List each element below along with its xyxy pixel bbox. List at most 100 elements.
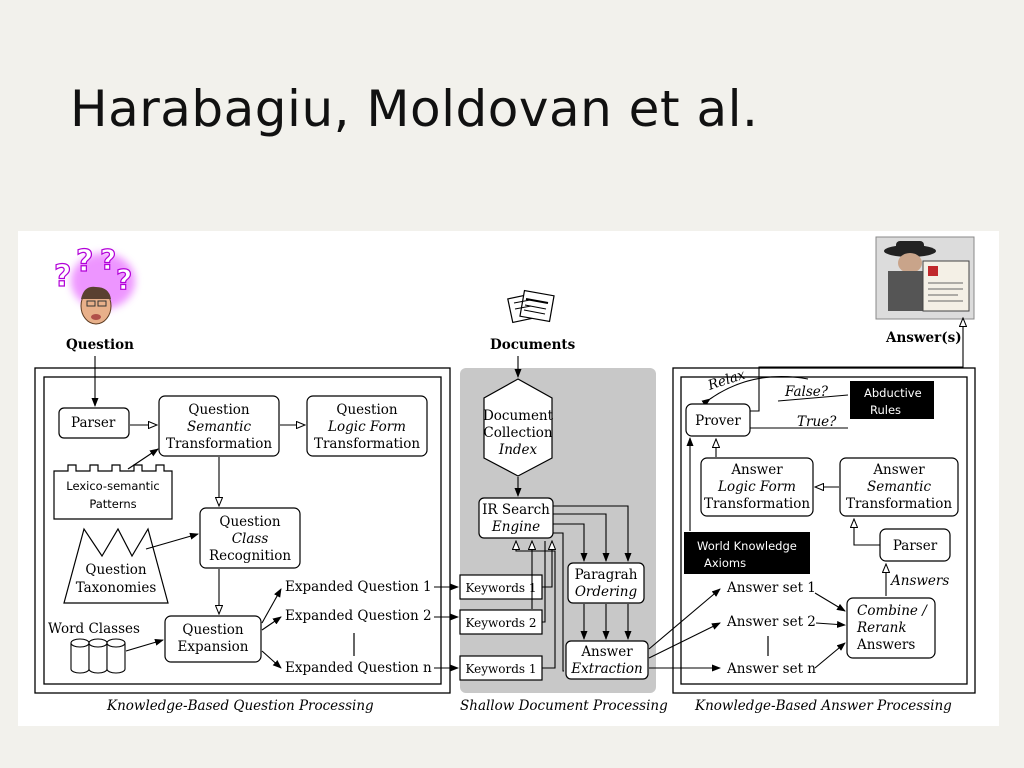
arrow-ir-to-para-3 <box>553 523 588 562</box>
combine-line-3: Answers <box>856 637 915 653</box>
ir-search-engine-box <box>478 497 554 539</box>
arrow-as1-to-combine <box>814 592 846 612</box>
caption-document-processing: Shallow Document Processing <box>460 698 668 714</box>
wka-line-1: World Knowledge <box>697 539 797 553</box>
qexp-line-2: Expansion <box>178 639 249 655</box>
alf-line-1: Answer <box>730 462 783 478</box>
arrow-wordclasses-to-qexp <box>125 638 164 652</box>
question-semantic-transformation-box <box>158 395 280 457</box>
ast-line-1: Answer <box>872 462 925 478</box>
question-processing-outer-frame <box>34 367 451 694</box>
svg-text:?: ? <box>54 259 71 294</box>
taxonomies-line-2: Taxonomies <box>76 580 157 596</box>
question-logic-form-transformation-box <box>306 395 428 457</box>
qst-line-3: Transformation <box>166 436 272 452</box>
combine-rerank-answers-box <box>846 597 936 659</box>
prover-label: Prover <box>695 413 741 429</box>
dci-line-2: Collection <box>483 425 553 441</box>
world-knowledge-axioms-box <box>684 532 810 574</box>
para-line-1: Paragrah <box>575 567 638 583</box>
arrow-as2-to-combine <box>815 620 846 628</box>
lexico-semantic-patterns-box <box>53 464 173 520</box>
documents-label: Documents <box>490 337 576 353</box>
answer-parser-label: Parser <box>893 538 938 554</box>
expanded-question-2: Expanded Question 2 <box>285 608 432 624</box>
qcr-line-1: Question <box>219 514 281 530</box>
arrow-kw2-to-ir-path <box>542 541 546 623</box>
arrow-lexico-to-qst <box>127 448 159 470</box>
qst-line-1: Question <box>188 402 250 418</box>
question-expansion-box <box>164 615 262 663</box>
relax-label: Relax <box>705 367 748 394</box>
answer-processing-inner-frame <box>680 376 968 685</box>
detective-reading-icon <box>875 236 975 320</box>
answers-output-label: Answer(s) <box>885 330 962 346</box>
ansext-line-2: Extraction <box>570 661 643 677</box>
alf-line-3: Transformation <box>704 496 810 512</box>
keywords-2-label: Keywords 2 <box>465 616 536 630</box>
ir-line-2: Engine <box>491 519 540 535</box>
answer-logic-form-transformation-box <box>700 457 814 517</box>
qlf-line-2: Logic Form <box>327 419 406 435</box>
caption-answer-processing: Knowledge-Based Answer Processing <box>694 698 952 714</box>
qlf-line-1: Question <box>336 402 398 418</box>
arrow-prover-to-answers-output <box>750 318 963 412</box>
expanded-question-n: Expanded Question n <box>285 660 432 676</box>
question-label: Question <box>66 337 134 353</box>
arrow-ir-to-para-2 <box>553 513 610 562</box>
arrow-qexp-to-eqn <box>261 650 282 669</box>
arrow-qexp-to-eq1 <box>261 588 282 624</box>
question-parser-box <box>58 407 130 439</box>
word-classes-label: Word Classes <box>48 621 140 637</box>
arrow-asn-to-combine <box>814 642 846 669</box>
architecture-diagram: ? ? ? ? Question Documents Answer(s) <box>18 231 999 726</box>
arrow-kwn-to-ir <box>516 541 556 669</box>
arrow-qexp-to-eq2 <box>261 616 282 631</box>
dci-line-3: Index <box>498 442 538 458</box>
false-line <box>777 394 849 402</box>
taxonomies-line-1: Question <box>85 562 147 578</box>
abductive-line-1: Abductive <box>864 386 922 400</box>
question-processing-inner-frame <box>43 376 442 685</box>
arrow-parser-to-ast <box>854 519 880 546</box>
abductive-line-2: Rules <box>870 403 901 417</box>
question-parser-label: Parser <box>71 415 116 431</box>
caption-question-processing: Knowledge-Based Question Processing <box>106 698 374 714</box>
wka-line-2: Axioms <box>704 556 746 570</box>
keywords-n-label: Keywords 1 <box>465 662 536 676</box>
qcr-line-3: Recognition <box>209 548 291 564</box>
question-class-recognition-box <box>199 507 301 569</box>
abductive-rules-box <box>850 381 934 419</box>
answer-semantic-transformation-box <box>839 457 959 517</box>
svg-text:?: ? <box>116 263 132 296</box>
arrow-extraction-to-as2 <box>648 622 721 659</box>
prover-box <box>685 403 751 437</box>
ir-line-1: IR Search <box>482 502 550 518</box>
combine-line-2: Rerank <box>856 620 907 636</box>
svg-text:?: ? <box>100 243 116 276</box>
relax-curve-arrow <box>701 375 809 407</box>
answer-set-n: Answer set n <box>726 661 816 677</box>
answer-set-2: Answer set 2 <box>726 614 816 630</box>
answer-set-1: Answer set 1 <box>726 580 816 596</box>
arrow-extraction-to-as1 <box>648 588 721 650</box>
qcr-line-2: Class <box>232 531 269 547</box>
keywords-1-label: Keywords 1 <box>465 581 536 595</box>
qexp-line-1: Question <box>182 622 244 638</box>
lexico-line-1: Lexico-semantic <box>66 479 159 493</box>
svg-text:?: ? <box>76 244 93 279</box>
expanded-question-1: Expanded Question 1 <box>285 579 432 595</box>
combine-line-1: Combine / <box>857 603 928 619</box>
qst-line-2: Semantic <box>187 419 252 435</box>
ansext-line-1: Answer <box>580 644 633 660</box>
true-label: True? <box>797 414 837 430</box>
question-mark-person-icon: ? ? ? ? <box>53 242 135 325</box>
alf-line-2: Logic Form <box>717 479 796 495</box>
word-classes-database-icon <box>70 638 126 674</box>
newspaper-icon <box>507 289 555 324</box>
paragraph-ordering-box <box>567 562 645 604</box>
ast-line-2: Semantic <box>867 479 932 495</box>
qlf-line-3: Transformation <box>314 436 420 452</box>
lexico-line-2: Patterns <box>89 497 136 511</box>
answer-extraction-box <box>565 640 649 680</box>
